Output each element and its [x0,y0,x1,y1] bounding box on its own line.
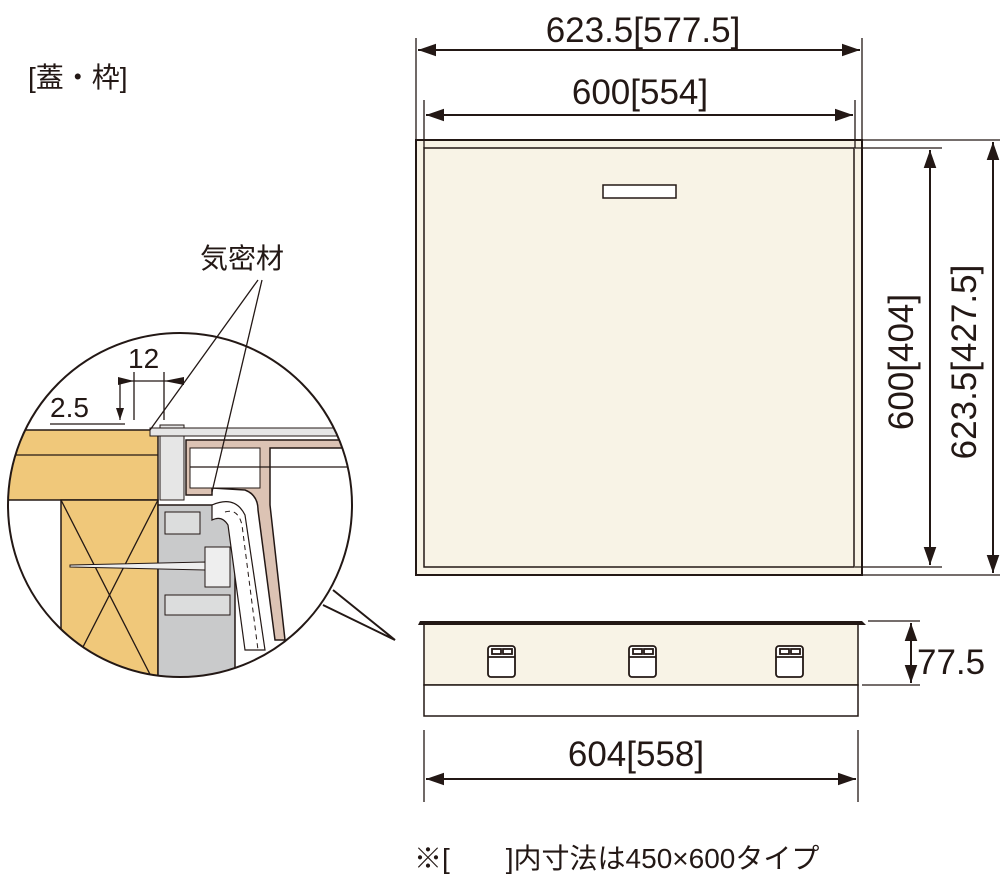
detail-circle [7,332,353,678]
lid-frame [185,439,346,641]
lid-outer [415,139,863,576]
footnote: ※[ ]内寸法は450×600タイプ [414,843,819,874]
airtight-seal [211,501,266,651]
inner-height-label: 600[404] [882,294,921,430]
leader-line [149,279,259,431]
section-title: [蓋・枠] [28,62,128,93]
callout-tail [322,589,396,641]
leader-line [211,279,263,493]
step-dimension-label: 2.5 [50,392,89,423]
flange [418,621,866,625]
outer-width-label: 623.5[577.5] [546,11,741,50]
outer-height-label: 623.5[427.5] [945,265,984,460]
side-width-label: 604[558] [568,735,704,774]
handle-slot [602,184,677,199]
side-view: 77.5 604[558] [418,620,985,802]
wood-joist [60,499,159,677]
nail [69,561,206,571]
gap-dimension-label: 12 [128,343,159,374]
latch-icon [628,645,657,678]
inner-width-label: 600[554] [572,73,708,112]
detail-callout: 気密材 12 2.5 [7,243,396,678]
airtight-material-label: 気密材 [200,243,284,274]
latch-icon [487,645,516,678]
wood-floor [8,429,159,501]
side-height-label: 77.5 [917,643,985,682]
top-view: 623.5[577.5] 600[554] 600[404] 623.5[427… [415,11,1000,576]
lid-inner [423,147,855,568]
latch-icon [775,645,804,678]
